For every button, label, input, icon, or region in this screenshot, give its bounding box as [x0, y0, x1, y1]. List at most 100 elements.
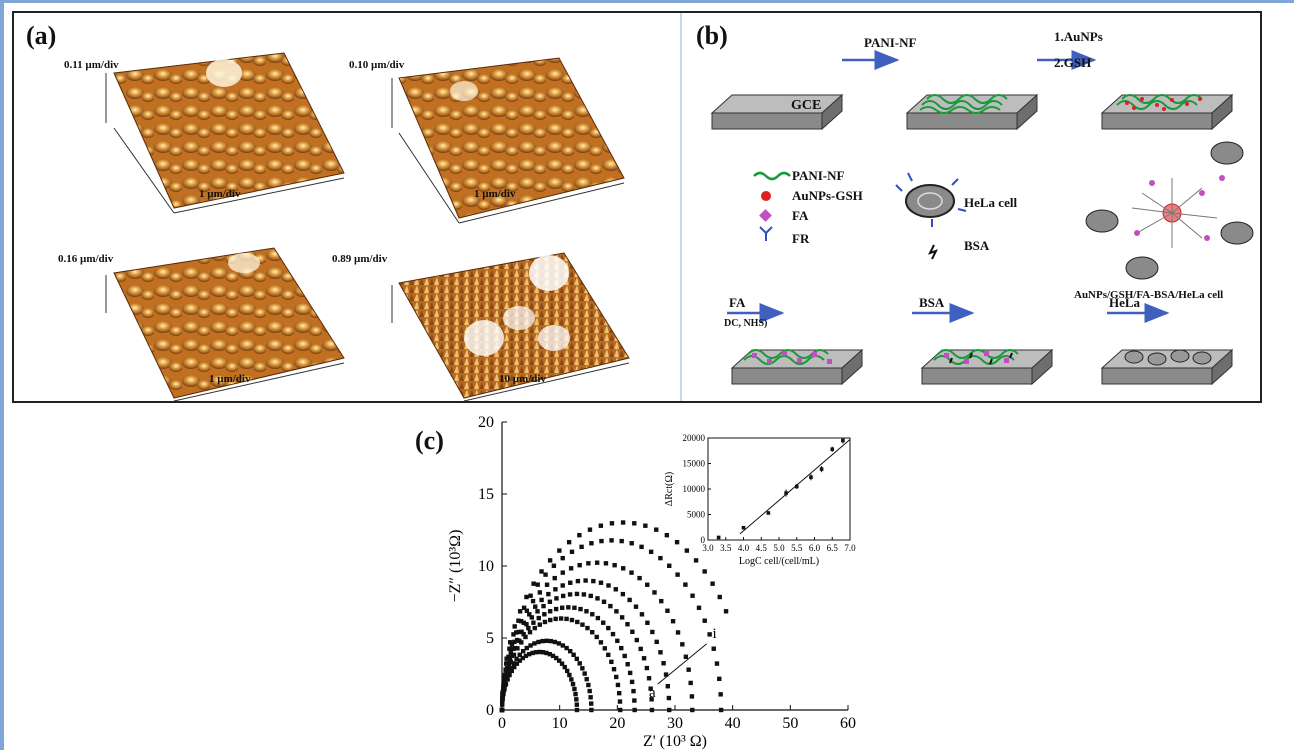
data-point	[641, 656, 647, 661]
data-point	[612, 562, 617, 568]
data-point	[665, 684, 671, 689]
afm-1-z-scale: 0.11 µm/div	[64, 59, 119, 71]
step-label-hela: HeLa	[1109, 295, 1141, 310]
series-8	[499, 538, 724, 713]
data-point	[526, 625, 531, 631]
data-point	[559, 661, 565, 666]
data-point	[577, 661, 582, 666]
frame-left-border	[0, 0, 4, 750]
data-point	[503, 661, 509, 666]
data-point	[619, 538, 624, 544]
data-point	[667, 563, 672, 568]
data-point	[548, 617, 553, 623]
data-point	[547, 609, 553, 614]
legend-pani-label: PANI-NF	[792, 168, 845, 183]
step-label-edc: DC, NHS)	[724, 318, 768, 329]
data-point	[690, 593, 695, 598]
data-point	[571, 652, 576, 657]
data-point	[540, 650, 546, 655]
step-label-bsa: BSA	[919, 295, 945, 310]
data-point	[601, 599, 607, 604]
data-point	[501, 673, 507, 678]
data-point	[588, 593, 593, 599]
data-point	[622, 653, 627, 659]
data-point	[648, 549, 654, 555]
data-point	[532, 641, 537, 646]
data-point	[516, 629, 522, 635]
data-point	[531, 581, 536, 586]
data-point	[646, 676, 652, 681]
data-point	[569, 677, 574, 682]
data-point	[512, 639, 517, 645]
data-point	[564, 645, 569, 651]
data-point	[689, 694, 695, 699]
data-point	[553, 606, 559, 612]
data-point	[654, 639, 659, 645]
data-point	[659, 598, 664, 604]
data-point	[574, 591, 580, 597]
data-point	[632, 698, 637, 703]
x-tick-label: 20	[609, 715, 625, 732]
data-point	[547, 599, 553, 604]
data-point	[508, 659, 514, 665]
data-point	[523, 653, 529, 659]
data-point	[501, 676, 507, 682]
inset-x-tick-label: 4.5	[756, 543, 768, 553]
y-tick-label: 20	[478, 414, 494, 431]
data-point	[517, 609, 523, 614]
inset-data-point	[716, 535, 721, 540]
afm-4-xy-scale: 10 µm/div	[499, 373, 546, 385]
data-point	[569, 549, 575, 555]
inset-x-tick-label: 7.0	[844, 543, 856, 553]
data-point	[511, 646, 516, 652]
data-point	[589, 707, 594, 713]
data-point	[620, 520, 626, 525]
data-point	[579, 544, 584, 550]
data-point	[542, 612, 547, 617]
x-axis-label: Z' (10³ Ω)	[643, 733, 707, 750]
data-point	[639, 544, 644, 550]
series-9	[499, 520, 729, 713]
data-point	[553, 616, 558, 622]
data-point	[521, 605, 527, 610]
curve-label-i: i	[712, 626, 716, 642]
data-point	[537, 622, 542, 627]
data-point	[584, 609, 589, 614]
data-point	[644, 665, 650, 671]
data-point	[550, 653, 556, 659]
data-point	[574, 697, 579, 702]
data-point	[547, 558, 553, 563]
legend-hela-label: HeLa cell	[964, 195, 1018, 210]
data-point	[609, 659, 614, 665]
inset-frame	[707, 437, 851, 541]
data-point	[670, 619, 676, 624]
data-point	[535, 609, 540, 614]
data-point	[577, 562, 582, 568]
data-point	[603, 561, 609, 566]
data-point	[516, 618, 521, 623]
data-point	[578, 606, 583, 612]
complex-caption: AuNPs/GSH/FA-BSA/HeLa cell	[1074, 289, 1224, 301]
data-point	[575, 619, 580, 625]
electrode-fa	[730, 348, 864, 386]
step-label-gsh: 2.GSH	[1054, 55, 1092, 70]
data-point	[544, 650, 549, 656]
inset-x-tick-label: 5.5	[791, 543, 803, 553]
curve-range-line	[657, 643, 708, 685]
data-point	[517, 652, 522, 657]
inset-y-tick-label: 10000	[683, 484, 706, 494]
data-point	[587, 527, 593, 532]
data-point	[667, 707, 672, 713]
data-point	[645, 620, 650, 625]
data-point	[556, 641, 562, 646]
afm-3-z-scale: 0.16 µm/div	[58, 253, 114, 265]
data-point	[580, 622, 585, 627]
data-point	[509, 653, 515, 659]
data-point	[598, 523, 604, 528]
data-point	[537, 590, 543, 595]
afm-image-3	[105, 247, 345, 401]
data-point	[619, 645, 624, 651]
assembly-schematic	[710, 50, 1254, 386]
data-point	[629, 541, 634, 546]
